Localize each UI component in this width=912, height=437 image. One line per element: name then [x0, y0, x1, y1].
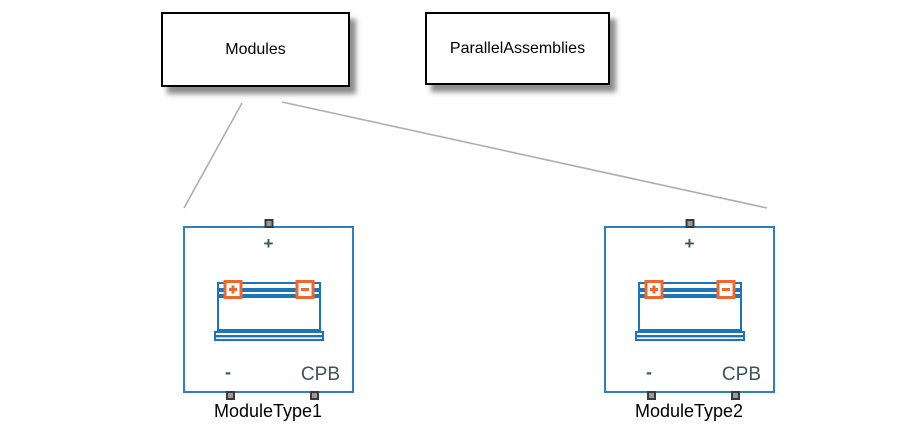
cpb-badge: CPB — [300, 364, 340, 385]
positive-terminal-port[interactable] — [685, 219, 694, 228]
module-block-name: ModuleType2 — [634, 401, 744, 421]
library-box-parallel-assemblies[interactable]: ParallelAssemblies — [425, 12, 610, 85]
module-block-name: ModuleType1 — [213, 401, 323, 421]
negative-terminal-port[interactable] — [226, 391, 235, 400]
connector-line-right — [281, 101, 768, 209]
minus-port-label: - — [225, 362, 231, 382]
plus-port-label: + — [263, 234, 274, 253]
library-box-modules[interactable]: Modules — [161, 12, 350, 87]
positive-terminal-port[interactable] — [264, 219, 273, 228]
battery-icon — [634, 280, 745, 341]
cpb-badge: CPB — [721, 364, 761, 385]
library-box-modules-label: Modules — [225, 40, 286, 58]
connector-line-left — [183, 102, 243, 209]
minus-port-label: - — [646, 362, 652, 382]
signal-port[interactable] — [310, 391, 319, 400]
module-block-moduletype1[interactable]: + - CPB — [183, 219, 354, 400]
library-box-parallel-assemblies-label: ParallelAssemblies — [449, 39, 586, 57]
battery-icon — [213, 280, 324, 341]
plus-port-label: + — [684, 234, 695, 253]
module-block-moduletype2[interactable]: + - CPB — [604, 219, 775, 400]
signal-port[interactable] — [731, 391, 740, 400]
negative-terminal-port[interactable] — [647, 391, 656, 400]
